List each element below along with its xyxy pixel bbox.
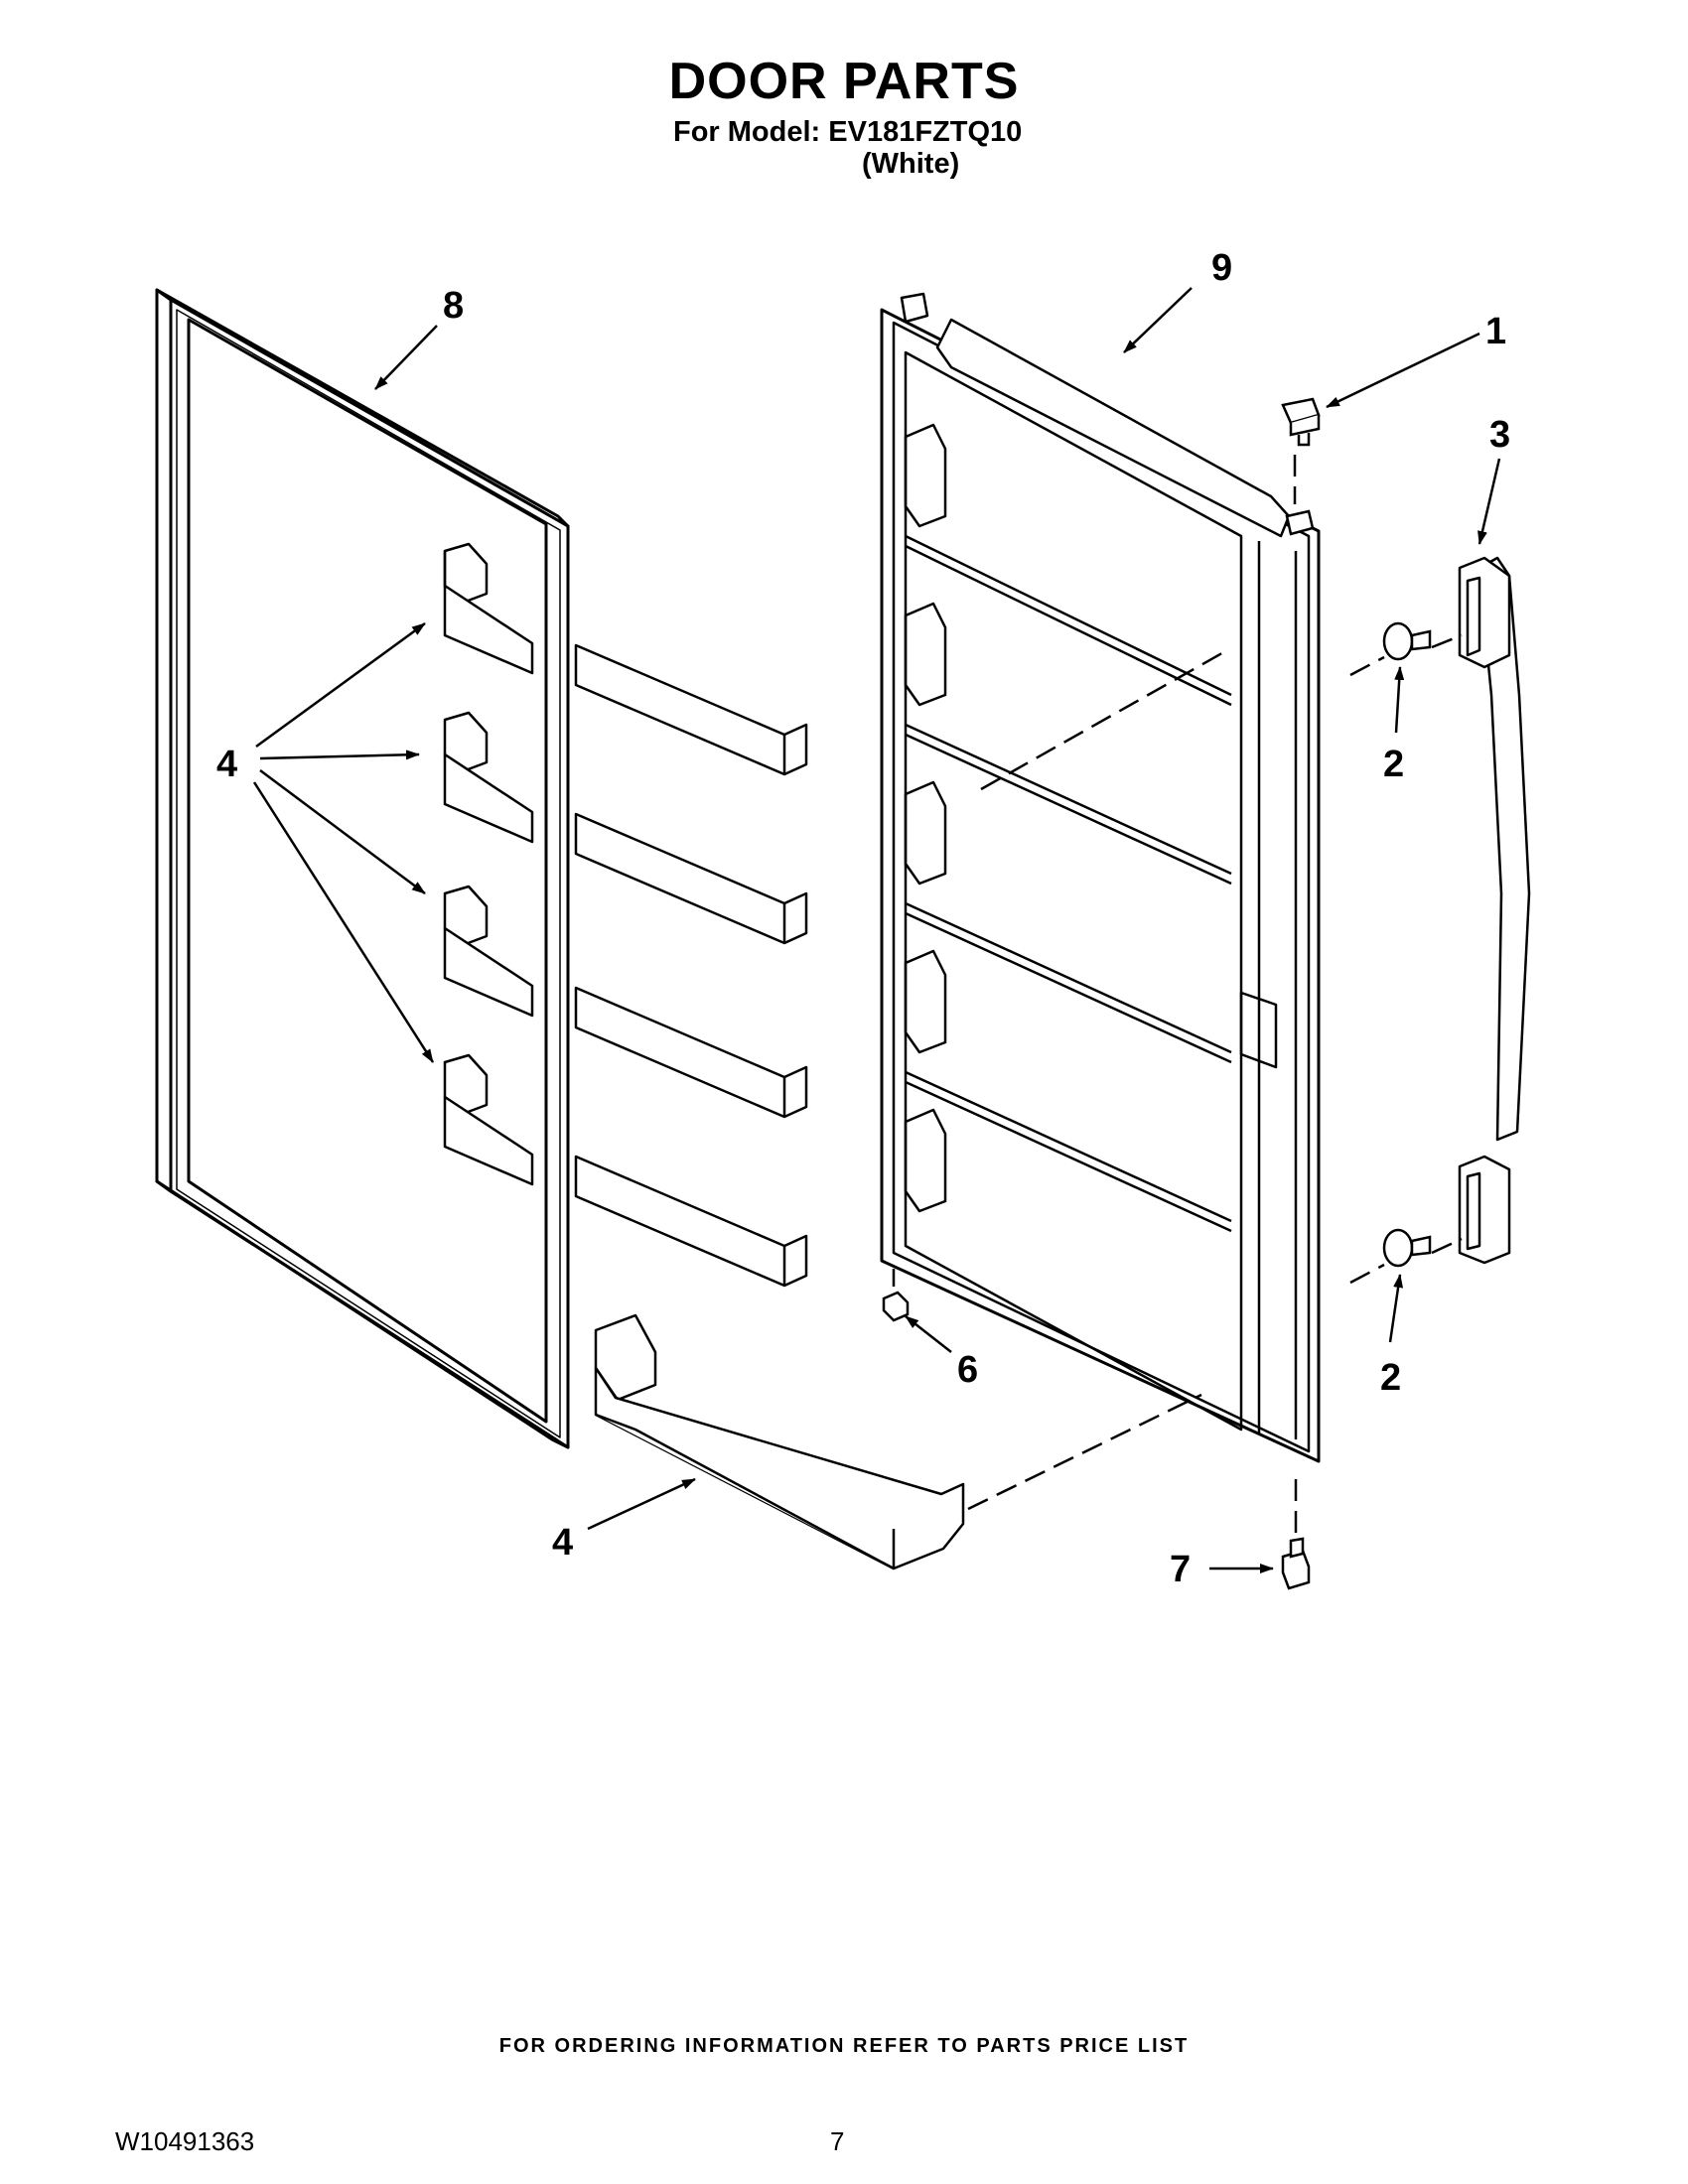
callout-2-upper: 2 <box>1383 744 1404 785</box>
door-bin-1 <box>443 542 808 776</box>
assembly-lines <box>892 455 1463 1534</box>
door-bin-3 <box>443 885 808 1119</box>
handle-screw-lower <box>1382 1228 1432 1268</box>
callout-6: 6 <box>957 1349 978 1391</box>
door-gasket <box>155 288 570 1449</box>
bottom-hinge-bushing <box>1281 1537 1311 1590</box>
arrow-1 <box>1326 332 1480 409</box>
door-bin-bottom <box>594 1313 965 1570</box>
callout-4-bottom: 4 <box>552 1522 573 1564</box>
callout-2-lower: 2 <box>1380 1357 1401 1399</box>
model-number: For Model: EV181FZTQ10 <box>673 116 1023 148</box>
arrow-2-lower <box>1388 1274 1404 1343</box>
arrow-9 <box>1123 287 1193 353</box>
callout-1: 1 <box>1485 311 1506 352</box>
handle-screw-upper <box>1382 621 1432 661</box>
callout-3: 3 <box>1489 414 1510 456</box>
arrow-4d <box>252 781 435 1063</box>
arrow-4c <box>259 768 426 895</box>
door-handle <box>1458 556 1531 1265</box>
page-number: 7 <box>830 2126 845 2156</box>
arrow-6 <box>905 1315 952 1353</box>
model-color: (White) <box>862 148 960 180</box>
hinge-plug-top <box>1281 397 1321 536</box>
arrow-4-bottom <box>587 1477 696 1531</box>
arrow-4a <box>255 621 426 749</box>
arrow-4b <box>259 750 420 760</box>
ordering-info-note: FOR ORDERING INFORMATION REFER TO PARTS … <box>498 2035 1190 2057</box>
callout-arrows <box>252 287 1501 1573</box>
door-stop <box>882 1291 910 1322</box>
inner-door-liner <box>880 292 1321 1463</box>
callout-9: 9 <box>1211 247 1232 289</box>
door-bin-4 <box>443 1053 808 1288</box>
door-bin-left-column <box>443 542 965 1570</box>
door-bin-2 <box>443 711 808 945</box>
callout-7: 7 <box>1170 1549 1191 1590</box>
arrow-3 <box>1477 458 1501 545</box>
page-title: DOOR PARTS <box>668 53 1020 110</box>
document-number: W10491363 <box>115 2126 255 2156</box>
arrow-8 <box>374 325 438 390</box>
arrow-2-upper <box>1394 666 1405 734</box>
callout-8: 8 <box>443 285 464 327</box>
callout-4-group: 4 <box>216 744 237 785</box>
